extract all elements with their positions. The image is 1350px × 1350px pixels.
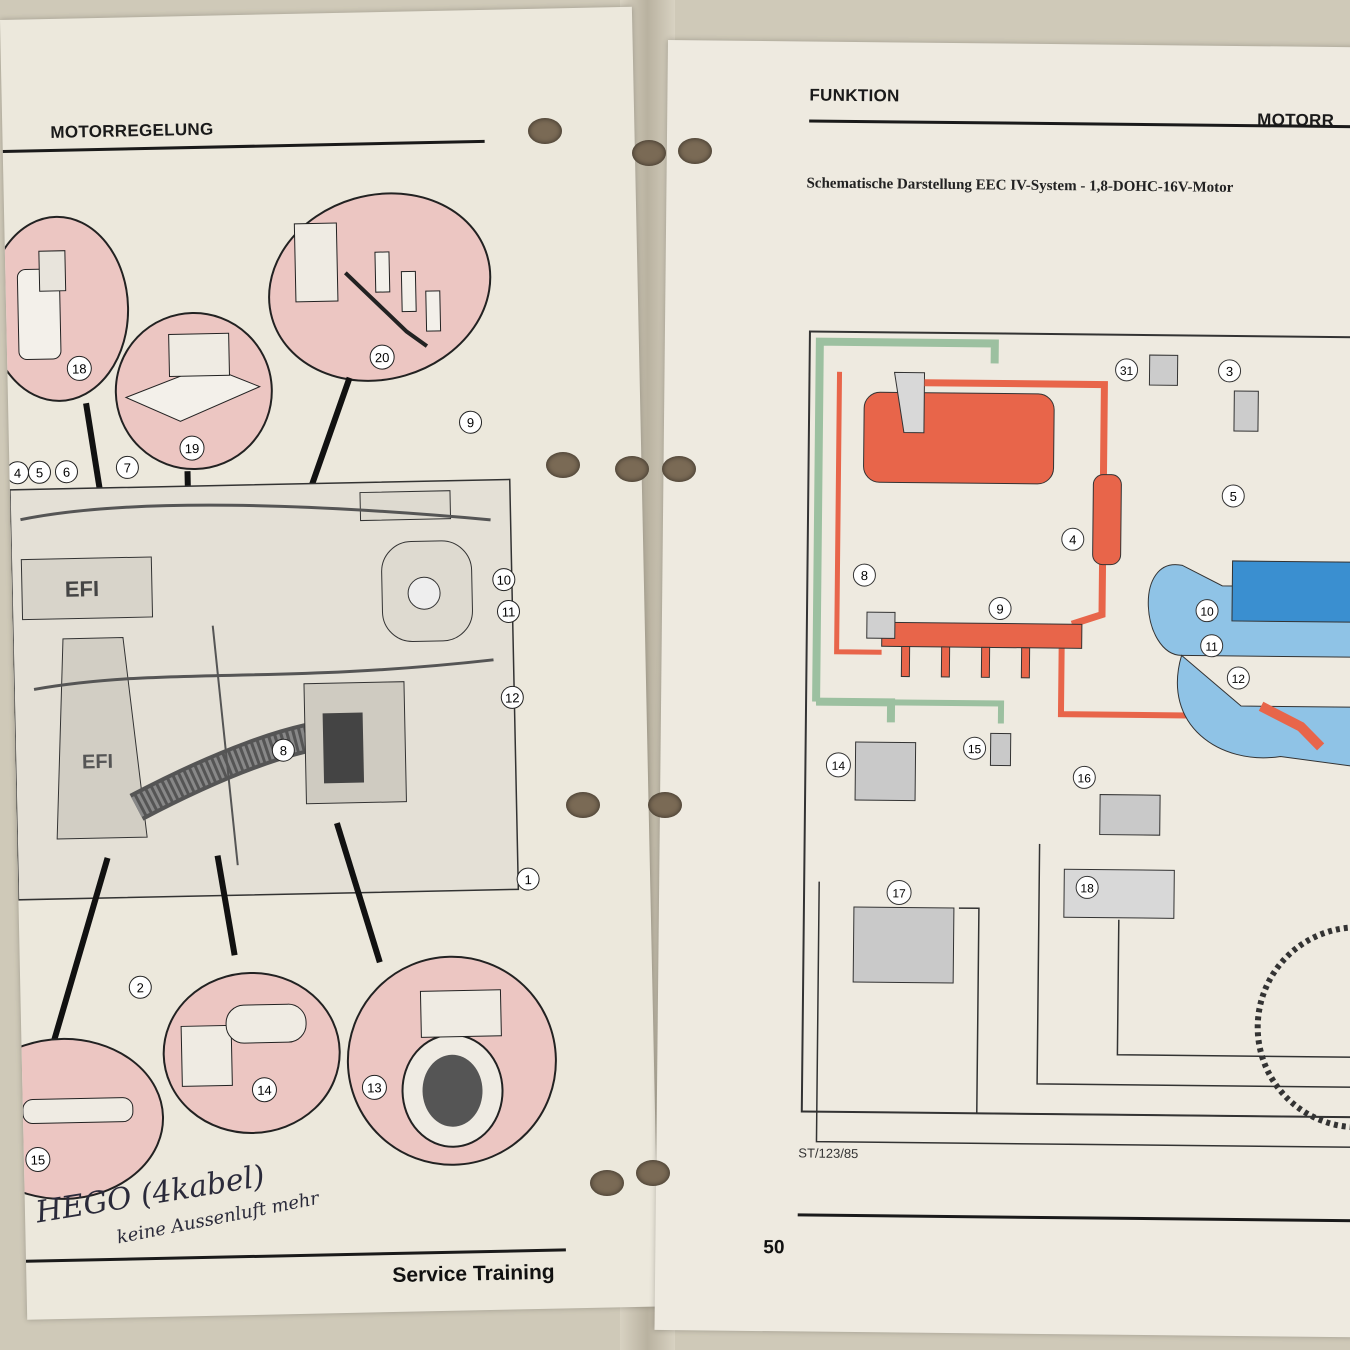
inset-label-20: 20 xyxy=(375,350,390,365)
inset-label-14: 14 xyxy=(257,1083,272,1098)
schematic-label-17: 17 xyxy=(892,886,906,900)
schematic-label-4: 4 xyxy=(1069,532,1076,547)
page-header-left: FUNKTION xyxy=(809,85,900,106)
inset-label-18: 18 xyxy=(72,361,87,376)
callout-1: 1 xyxy=(524,872,532,887)
figure-reference: ST/123/85 xyxy=(798,1145,859,1162)
binder-hole xyxy=(678,138,712,164)
schematic-label-5: 5 xyxy=(1230,489,1237,504)
inset-13: 13 xyxy=(346,955,557,1166)
inset-14: 14 xyxy=(162,971,341,1134)
schematic-label-9: 9 xyxy=(996,601,1003,616)
schematic-label-11: 11 xyxy=(1205,640,1218,654)
page-header: MOTORREGELUNG xyxy=(50,119,214,142)
schematic-label-15: 15 xyxy=(968,742,982,756)
schematic-label-10: 10 xyxy=(1200,605,1214,619)
binder-hole xyxy=(590,1170,624,1196)
eec-iv-schematic: 4 9 8 31 3 5 10 11 12 14 xyxy=(800,330,1350,1149)
callout-4: 4 xyxy=(14,466,22,481)
binder-hole xyxy=(615,456,649,482)
inset-label-15: 15 xyxy=(30,1152,45,1167)
figure-title: Schematische Darstellung EEC IV-System -… xyxy=(806,175,1234,196)
callout-6: 6 xyxy=(63,465,71,480)
left-page: MOTORREGELUNG 18 19 20 xyxy=(0,6,660,1320)
schematic-label-16: 16 xyxy=(1078,771,1092,785)
callout-8: 8 xyxy=(280,743,288,758)
callout-5: 5 xyxy=(36,465,44,480)
binder-hole xyxy=(528,118,562,144)
right-page: FUNKTION MOTORR Schematische Darstellung… xyxy=(654,40,1350,1338)
schematic-label-31: 31 xyxy=(1120,364,1134,378)
callout-9: 9 xyxy=(467,415,475,430)
callout-2: 2 xyxy=(137,980,145,995)
page-footer: Service Training xyxy=(392,1260,555,1288)
engine-badge: EFI xyxy=(65,576,100,602)
schematic-label-18: 18 xyxy=(1080,881,1094,895)
binder-hole xyxy=(566,792,600,818)
inset-19: 19 xyxy=(114,312,273,471)
callout-12: 12 xyxy=(505,690,520,705)
binder-hole xyxy=(632,140,666,166)
inset-label-13: 13 xyxy=(367,1080,382,1095)
binder-hole xyxy=(662,456,696,482)
callout-7: 7 xyxy=(124,460,132,475)
engine-block: EFI EFI xyxy=(9,478,520,901)
callout-10: 10 xyxy=(496,572,511,587)
binder-hole xyxy=(636,1160,670,1186)
inset-20: 20 xyxy=(268,192,492,382)
schematic-label-14: 14 xyxy=(832,759,846,773)
inset-18: 18 xyxy=(3,215,130,402)
page-number: 50 xyxy=(763,1237,785,1259)
binder-hole xyxy=(648,792,682,818)
inset-15: 15 xyxy=(3,1037,165,1200)
intake-badge: EFI xyxy=(82,751,114,774)
schematic-label-3: 3 xyxy=(1226,364,1233,379)
callout-11: 11 xyxy=(502,604,516,619)
schematic-label-12: 12 xyxy=(1232,672,1246,686)
engine-bay-illustration: 18 19 20 EFI xyxy=(3,192,557,1200)
schematic-label-8: 8 xyxy=(861,568,868,583)
binder-hole xyxy=(546,452,580,478)
inset-label-19: 19 xyxy=(185,441,200,456)
